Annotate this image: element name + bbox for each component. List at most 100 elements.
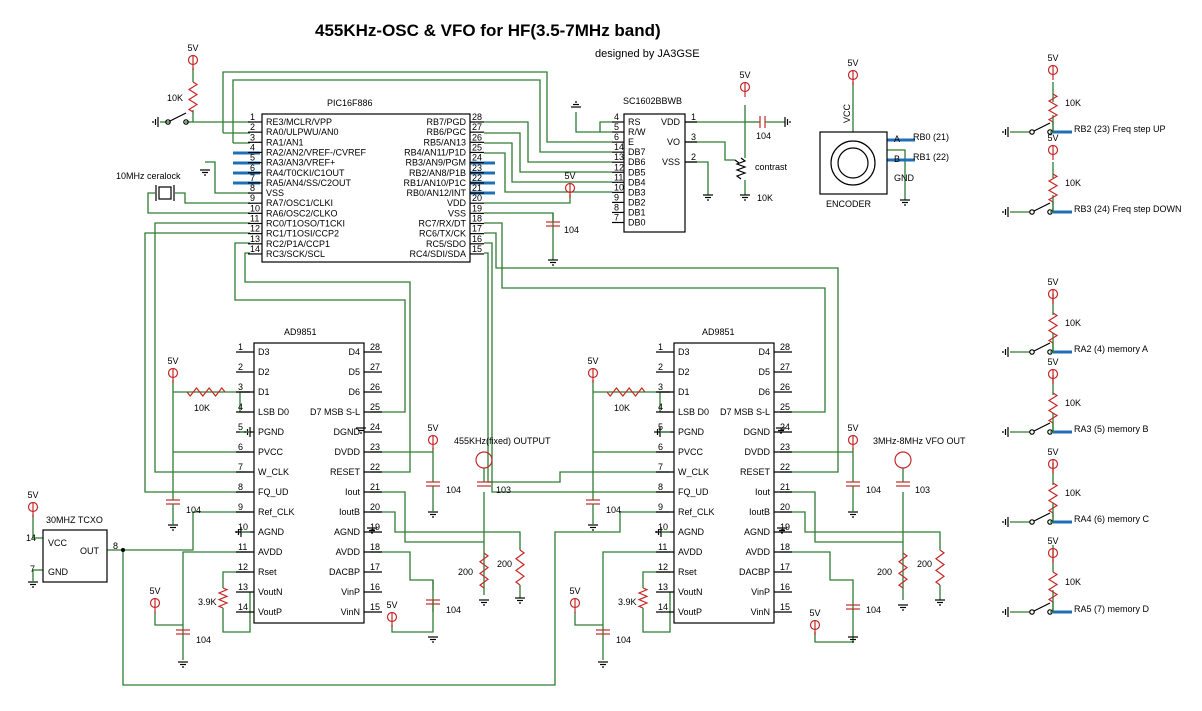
dds1-pin-func-1: D3 <box>258 347 270 357</box>
schematic-title: 455KHz-OSC & VFO for HF(3.5-7MHz band) <box>315 21 661 40</box>
vcc-encoder: 5V <box>847 58 859 85</box>
pic-pin-num-15: 15 <box>472 244 482 254</box>
gnd-dds1-pvcc-cap <box>168 524 178 531</box>
res-dds1-iout: 200 <box>458 552 490 589</box>
switch-label-memory-d: RA5 (7) memory D <box>1074 604 1150 614</box>
dds1-pin-num-14: 14 <box>238 602 248 612</box>
vcc-switch-step-down-label: 5V <box>1047 133 1058 143</box>
dds2-pin-num-1: 1 <box>658 342 663 352</box>
dds2-pin-num-4: 4 <box>658 402 663 412</box>
dds1-pin-num-27: 27 <box>370 362 380 372</box>
vcc-dds2-avdd-l: 5V <box>569 586 581 613</box>
dds1-pin-func-19: AGND <box>334 527 361 537</box>
dds2-pin-func-19: AGND <box>744 527 771 537</box>
res-dds2-rset-value: 3.9K <box>618 597 637 607</box>
dds2-pin-func-21: Iout <box>755 487 771 497</box>
gnd-dds1-iout <box>479 599 489 606</box>
dds2-pin-num-27: 27 <box>780 362 790 372</box>
lcd-pin-num-6: 6 <box>614 132 619 142</box>
res-switch-step-up-value: 10K <box>1065 98 1081 108</box>
pic-pin-func-21: RB0/AN12/INT <box>406 188 466 198</box>
dds2-pin-num-9: 9 <box>658 502 663 512</box>
pic-pin-func-2: RA0/ULPWU/AN0 <box>266 127 339 137</box>
res-switch-memory-d-value: 10K <box>1065 577 1081 587</box>
res-switch-memory-c-value: 10K <box>1065 488 1081 498</box>
cap-dds1-avdd-value: 104 <box>446 605 461 615</box>
pic-pin-num-1: 1 <box>250 112 255 122</box>
dds1-pin-func-2: D2 <box>258 367 270 377</box>
lcd-pin-num-1: 1 <box>691 112 696 122</box>
vcc-dds2-dvdd-label: 5V <box>847 423 858 433</box>
gnd-dds1-ioutb <box>515 597 525 604</box>
vcc-dds2-dvdd: 5V <box>847 423 859 450</box>
gnd-lcd-vss <box>703 194 713 201</box>
tcxo-name: 30MHZ TCXO <box>46 515 103 525</box>
gnd-encoder <box>900 199 910 206</box>
gnd-mclr-button <box>152 117 159 127</box>
dds2-pin-func-6: PVCC <box>678 447 704 457</box>
dds2-pin-num-21: 21 <box>780 482 790 492</box>
pic-pin-num-9: 9 <box>250 193 255 203</box>
lcd-pin-func-6: E <box>628 137 634 147</box>
gnd-dds2-dgnd <box>776 427 786 434</box>
pic-pin-num-10: 10 <box>250 203 260 213</box>
res-dds2-d1: 10K <box>606 387 646 413</box>
pic-pin-func-17: RC6/TX/CK <box>419 229 466 239</box>
lcd-pin-func-1: VDD <box>661 117 681 127</box>
res-switch-step-down-value: 10K <box>1065 178 1081 188</box>
vcc-switch-memory-d-label: 5V <box>1047 536 1058 546</box>
pic-pin-func-24: RB3/AN9/PGM <box>405 158 466 168</box>
dds1-pin-func-8: FQ_UD <box>258 487 289 497</box>
gnd-dds1-avdd-l-cap <box>178 661 188 668</box>
cap-dds2-output-value: 103 <box>915 485 930 495</box>
dds1-pin-num-18: 18 <box>370 542 380 552</box>
pic-pin-num-2: 2 <box>250 122 255 132</box>
dds1-pin-num-16: 16 <box>370 582 380 592</box>
cap-dds1-output-value: 103 <box>496 485 511 495</box>
dds2-pin-func-7: W_CLK <box>678 467 709 477</box>
lcd-pin-func-13: DB6 <box>628 157 646 167</box>
encoder-b: B <box>894 154 900 164</box>
dds1-pin-num-12: 12 <box>238 562 248 572</box>
cap-dds1-pvcc: 104 <box>166 499 201 515</box>
dds1-pin-num-1: 1 <box>238 342 243 352</box>
gnd-pic-vss <box>200 169 210 176</box>
dds2-pin-num-7: 7 <box>658 462 663 472</box>
dds2-pin-num-26: 26 <box>780 382 790 392</box>
res-switch-memory-a-value: 10K <box>1065 318 1081 328</box>
dds1-pin-func-22: RESET <box>330 467 361 477</box>
cap-pic-decoupling: 104 <box>546 221 579 235</box>
dds2-name: AD9851 <box>702 327 735 337</box>
tcxo-vcc: VCC <box>48 538 68 548</box>
dds2-pin-num-13: 13 <box>658 582 668 592</box>
gnd-switch-step-down <box>1002 207 1009 217</box>
cap-dds1-avdd: 104 <box>426 599 461 615</box>
cap-dds1-dvdd-value: 104 <box>446 485 461 495</box>
vcc-dds1-d1: 5V <box>167 356 179 383</box>
pic-pin-func-19: VSS <box>448 208 466 218</box>
output-455k-terminal <box>475 451 493 469</box>
gnd-dds2-ioutb <box>935 599 945 606</box>
dds2-pin-num-3: 3 <box>658 382 663 392</box>
dds1-pin-num-11: 11 <box>238 542 247 552</box>
lcd-pin-func-4: RS <box>628 117 641 127</box>
switch-memory-b <box>1029 422 1053 435</box>
lcd-pin-num-5: 5 <box>614 122 619 132</box>
dds2-pin-num-14: 14 <box>658 602 668 612</box>
switch-memory-a <box>1029 342 1053 355</box>
dds2-pin-func-22: RESET <box>740 467 771 477</box>
switch-memory-d <box>1029 602 1053 615</box>
pic-pin-func-26: RB5/AN13 <box>423 137 466 147</box>
vcc-mclr: 5V <box>187 43 199 70</box>
dds2-pin-func-4: LSB D0 <box>678 407 709 417</box>
vcc-switch-memory-b: 5V <box>1047 357 1059 384</box>
dds1-pin-num-9: 9 <box>238 502 243 512</box>
dds2-pin-num-19: 19 <box>780 522 790 532</box>
pic-pin-num-3: 3 <box>250 132 255 142</box>
gnd-pic-cap <box>548 259 558 266</box>
gnd-switch-step-up <box>1002 127 1009 137</box>
dds2-pin-func-11: AVDD <box>678 547 703 557</box>
